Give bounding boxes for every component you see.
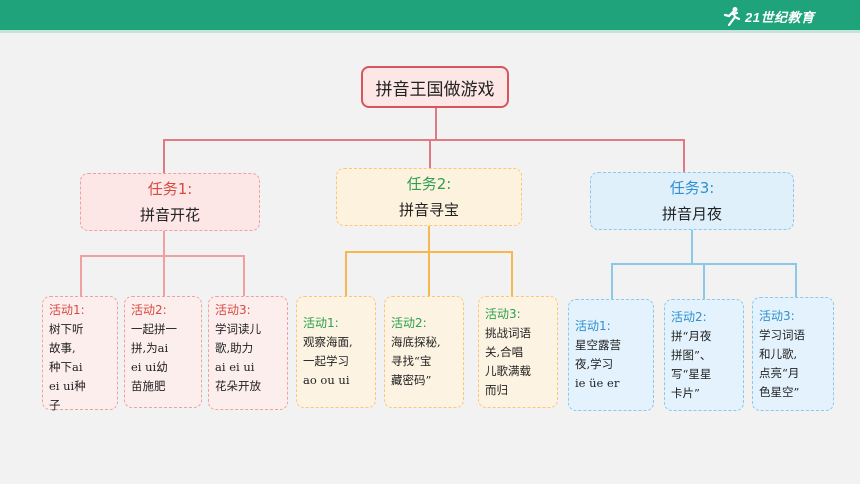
activity-label: 活动2: (671, 309, 707, 324)
task-label: 任务2: (406, 175, 452, 193)
brand-logo: 21世纪教育 (722, 5, 814, 27)
activity-text-line: 种下ai (49, 360, 83, 374)
activity-node-2-3: 活动3: 挑战词语 关,合唱 儿歌满载 而归 (478, 296, 558, 408)
activity-label: 活动1: (49, 303, 85, 317)
activity-text-line: 和儿歌, (759, 346, 798, 361)
task-node-3: 任务3: 拼音月夜 (590, 172, 794, 230)
activity-text-line: 拼图”、 (671, 347, 712, 362)
activity-text-line: 子 (49, 398, 61, 412)
activity-node-3-2: 活动2: 拼“月夜 拼图”、 写“星星 卡片” (664, 299, 744, 411)
task3-connector (611, 230, 797, 299)
activity-node-3-3: 活动3: 学习词语 和儿歌, 点亮“月 色星空” (752, 297, 834, 411)
task-label: 任务1: (147, 180, 193, 198)
activity-node-2-2: 活动2: 海底探秘, 寻找“宝 藏密码” (384, 296, 464, 408)
activity-text-line: ao ou ui (303, 373, 350, 387)
header-stripe (0, 30, 860, 33)
activity-text-line: 挑战词语 (485, 325, 531, 340)
task2-connector (345, 226, 513, 296)
activity-text-line: ei ui种 (49, 379, 86, 393)
activity-text-line: ie üe er (575, 376, 620, 390)
activity-text-line: 学词读儿 (215, 322, 261, 336)
activity-text-line: 歌,助力 (215, 341, 254, 355)
activity-text-line: 花朵开放 (215, 379, 261, 393)
activity-text-line: ai ei ui (215, 360, 255, 374)
activity-text-line: 儿歌满载 (485, 363, 531, 378)
task1-connector (80, 231, 245, 296)
activity-text-line: 星空露营 (575, 338, 621, 352)
activity-text-line: 拼,为ai (131, 341, 169, 355)
task-name: 拼音月夜 (661, 205, 722, 223)
root-connector (163, 108, 685, 173)
task-name: 拼音开花 (139, 206, 200, 224)
activity-label: 活动3: (759, 308, 795, 323)
activity-text-line: 夜,学习 (575, 357, 614, 371)
activity-text-line: 色星空” (759, 384, 800, 399)
activity-node-3-1: 活动1: 星空露营 夜,学习 ie üe er (568, 299, 654, 411)
activity-text-line: 一起拼一 (131, 322, 177, 336)
activity-label: 活动3: (485, 306, 521, 321)
activity-node-1-2: 活动2: 一起拼一 拼,为ai ei ui幼 苗施肥 (124, 296, 202, 408)
activity-text-line: 树下听 (49, 322, 84, 336)
root-node: 拼音王国做游戏 (361, 66, 509, 108)
activity-node-2-1: 活动1: 观察海面, 一起学习 ao ou ui (296, 296, 376, 408)
activity-text-line: 故事, (49, 341, 76, 355)
activity-text-line: 拼“月夜 (671, 328, 712, 343)
task-label: 任务3: (669, 179, 715, 197)
activity-text-line: 寻找“宝 (391, 354, 432, 368)
task-name: 拼音寻宝 (398, 201, 459, 219)
activity-text-line: 点亮“月 (759, 365, 800, 380)
task-node-1: 任务1: 拼音开花 (80, 173, 260, 231)
activity-label: 活动2: (131, 303, 167, 317)
activity-text-line: 海底探秘, (391, 335, 441, 349)
activity-text-line: 学习词语 (759, 327, 805, 342)
activity-text-line: 藏密码” (391, 373, 432, 387)
header-bar: 21世纪教育 (0, 0, 860, 30)
activity-label: 活动1: (303, 316, 339, 330)
activity-label: 活动1: (575, 319, 611, 333)
activity-text-line: 一起学习 (303, 354, 349, 368)
activity-text-line: ei ui幼 (131, 360, 168, 374)
activity-label: 活动2: (391, 316, 427, 330)
activity-node-1-3: 活动3: 学词读儿 歌,助力 ai ei ui 花朵开放 (208, 296, 288, 410)
activity-text-line: 卡片” (671, 385, 700, 400)
activity-label: 活动3: (215, 303, 251, 317)
logo-text: 21世纪教育 (745, 9, 815, 25)
task-node-2: 任务2: 拼音寻宝 (336, 168, 522, 226)
activity-text-line: 观察海面, (303, 335, 353, 349)
activity-text-line: 关,合唱 (485, 344, 524, 359)
runner-logo-icon (723, 7, 741, 26)
activity-text-line: 而归 (485, 382, 508, 397)
activity-node-1-1: 活动1: 树下听 故事, 种下ai ei ui种 子 (42, 296, 118, 412)
activity-text-line: 苗施肥 (131, 379, 166, 393)
activity-text-line: 写“星星 (671, 366, 712, 381)
root-label: 拼音王国做游戏 (375, 79, 495, 100)
